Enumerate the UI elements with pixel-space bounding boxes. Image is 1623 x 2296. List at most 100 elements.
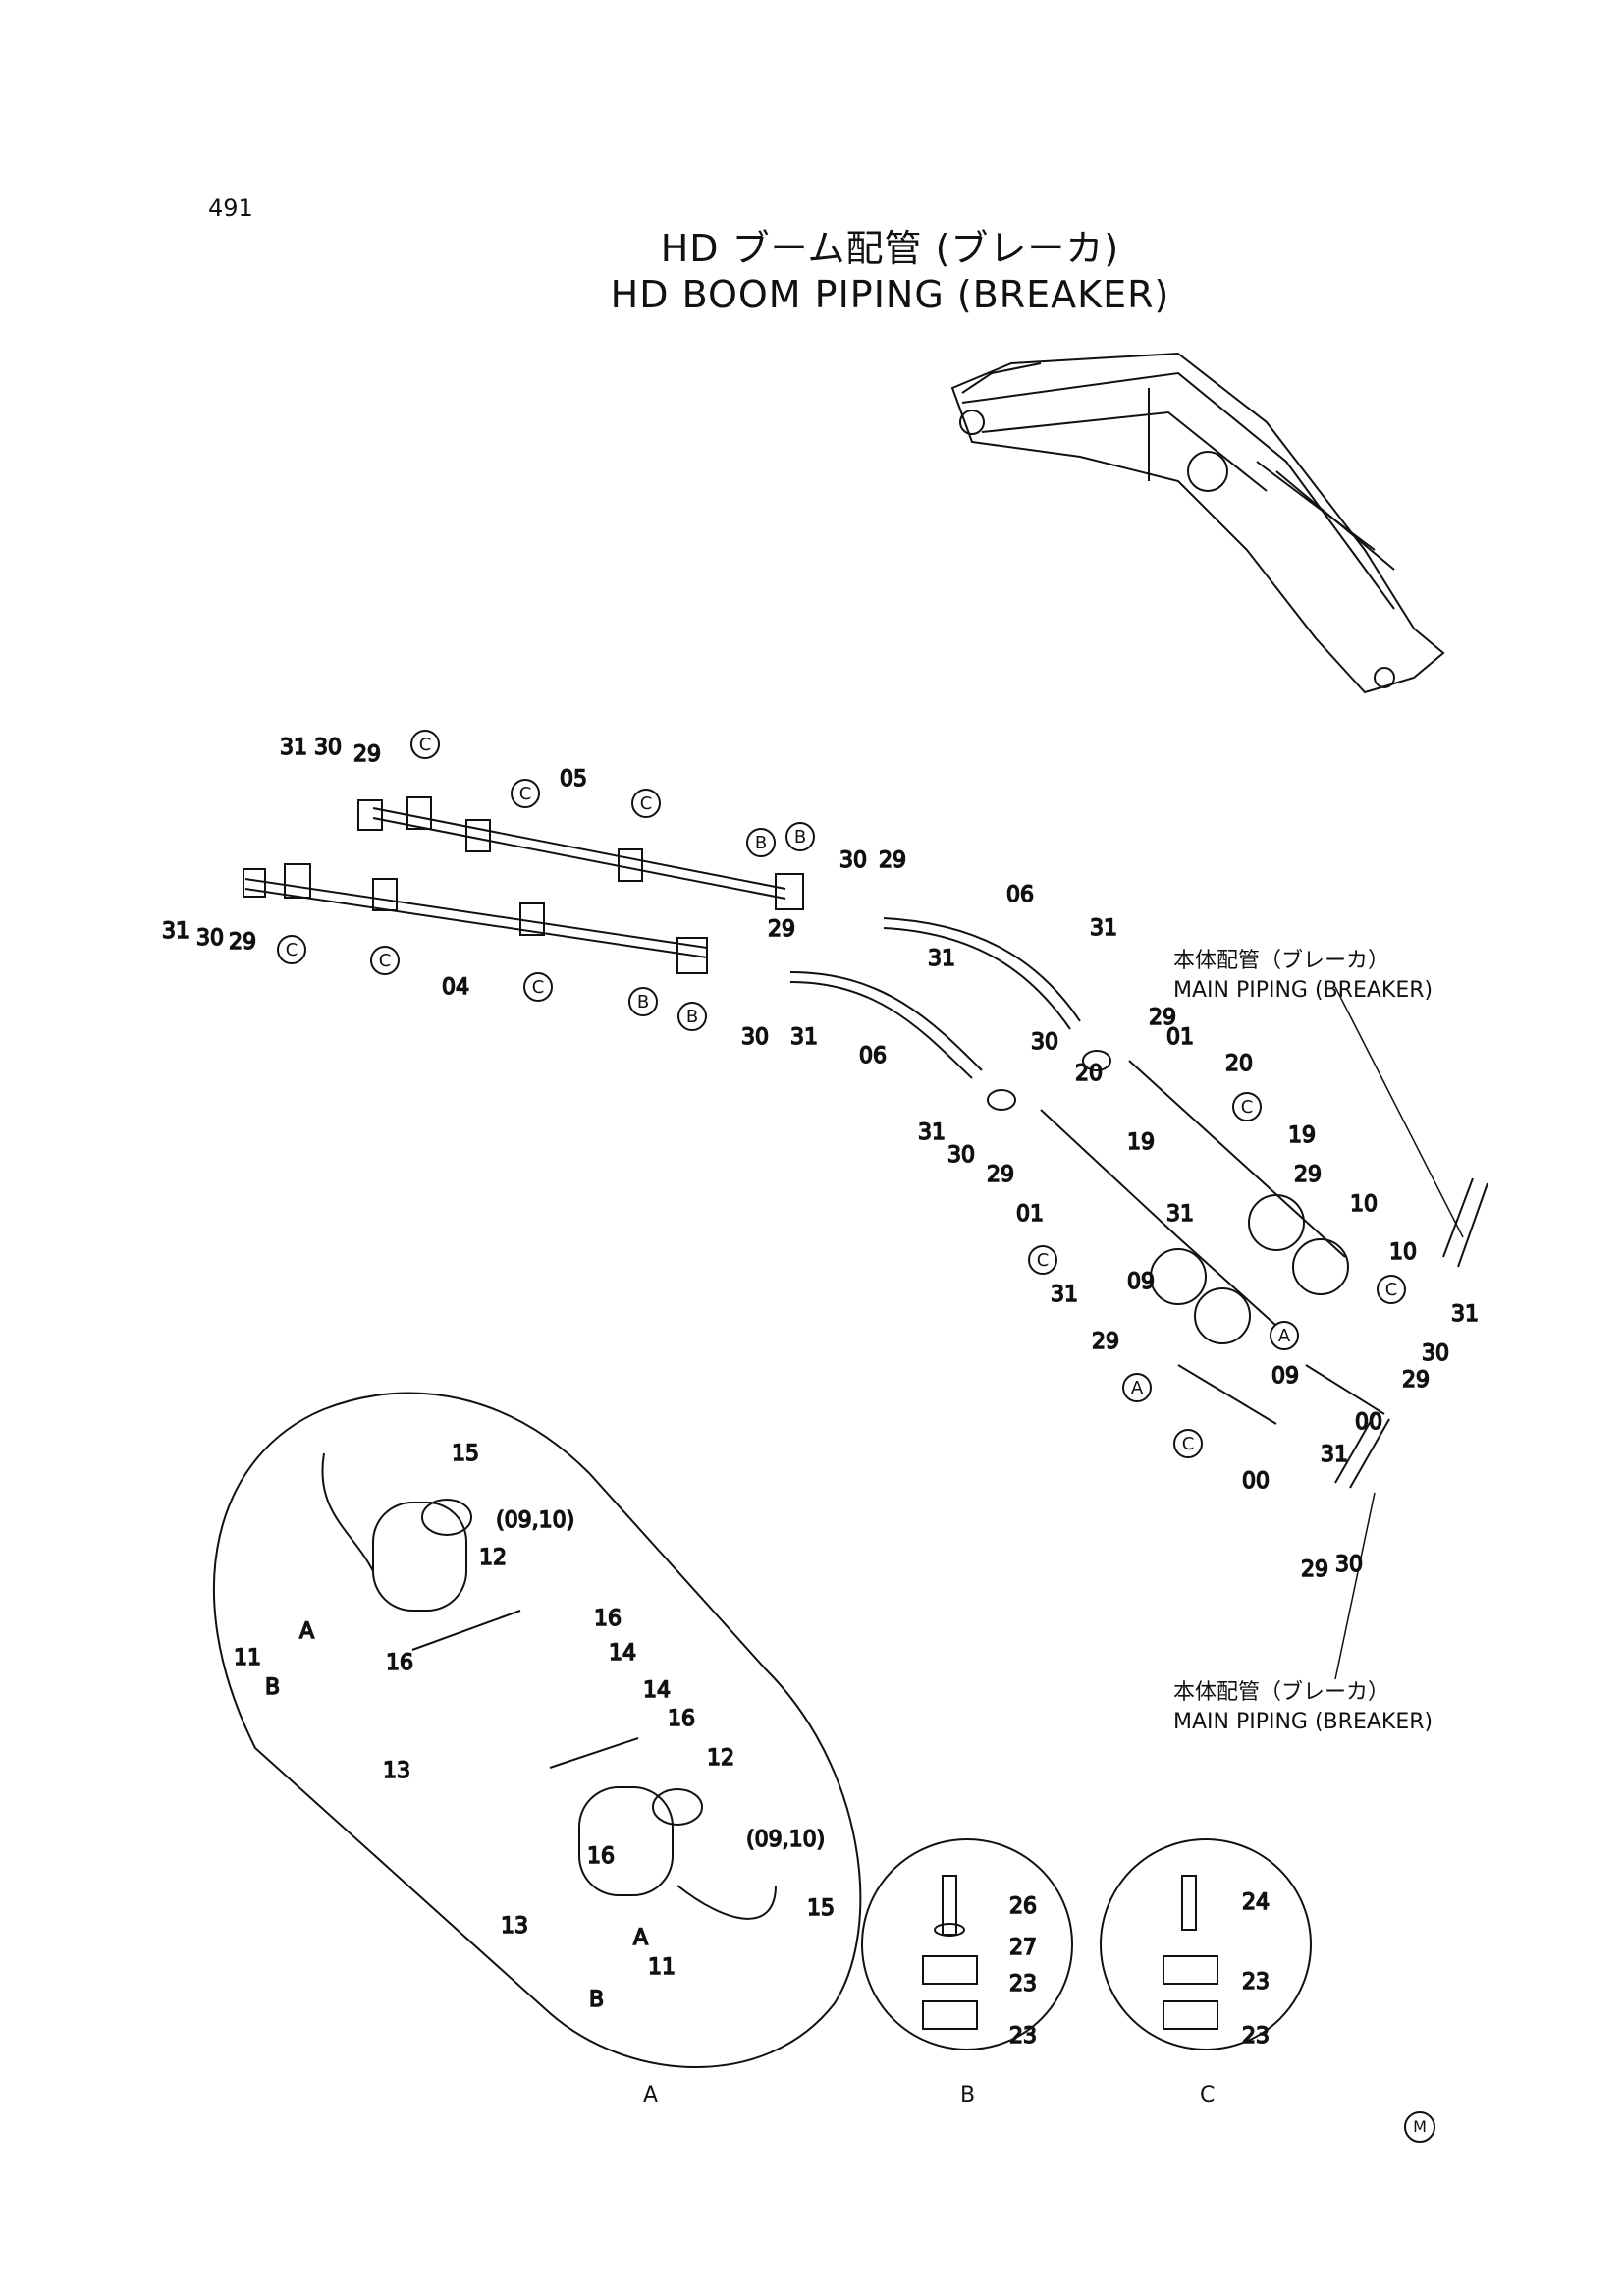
callout-20: 20	[1225, 1052, 1253, 1076]
main-piping-leaders	[1334, 986, 1464, 1680]
callout-31: 31	[928, 947, 955, 971]
main-piping-label-en-upper: MAIN PIPING (BREAKER)	[1173, 978, 1433, 1003]
callout-23: 23	[1009, 1972, 1037, 1996]
callout-30: 30	[947, 1143, 975, 1168]
callout-16: 16	[587, 1844, 615, 1869]
callout-30: 30	[1031, 1030, 1058, 1055]
page-number: 491	[208, 194, 253, 222]
callout-30: 30	[314, 736, 342, 760]
callout-20: 20	[1075, 1062, 1103, 1086]
svg-text:C: C	[532, 977, 545, 998]
callout-26: 26	[1009, 1894, 1037, 1919]
callout-23: 23	[1009, 2024, 1037, 2049]
svg-text:C: C	[419, 735, 432, 755]
svg-text:A: A	[1278, 1326, 1291, 1346]
detail-b-outline	[861, 1838, 1073, 2050]
callout-00: 00	[1355, 1410, 1382, 1435]
svg-text:A: A	[1131, 1378, 1144, 1398]
svg-text:C: C	[1385, 1280, 1398, 1300]
callout-06: 06	[859, 1044, 887, 1068]
svg-text:B: B	[686, 1007, 698, 1027]
callout-30: 30	[839, 848, 867, 873]
callout-30: 30	[1422, 1341, 1449, 1366]
callout-29: 29	[1402, 1368, 1430, 1393]
callout-A: A	[633, 1926, 648, 1950]
callout-30: 30	[741, 1025, 769, 1050]
callout-12: 12	[707, 1746, 734, 1771]
callout-31: 31	[280, 736, 307, 760]
callout-31: 31	[162, 919, 189, 944]
callout-19: 19	[1288, 1123, 1316, 1148]
callout-31: 31	[790, 1025, 818, 1050]
callout-04: 04	[442, 975, 469, 1000]
callout-16: 16	[386, 1651, 413, 1675]
svg-text:C: C	[1182, 1434, 1195, 1454]
callout-16: 16	[668, 1707, 695, 1731]
svg-text:C: C	[286, 940, 298, 960]
callout-29: 29	[229, 930, 256, 955]
callout-24: 24	[1242, 1890, 1270, 1915]
svg-text:B: B	[755, 833, 767, 853]
callout-31: 31	[1166, 1202, 1194, 1227]
callout-13: 13	[501, 1914, 528, 1939]
callout-A: A	[299, 1619, 314, 1644]
callout-15: 15	[807, 1896, 835, 1921]
reference-bubble-letters: C C C B B C C C B B C C A C A C	[286, 735, 1398, 1454]
callout-29: 29	[1301, 1558, 1328, 1582]
callout-B: B	[589, 1988, 604, 2012]
callout-06: 06	[1006, 883, 1034, 907]
pipe-05	[357, 796, 804, 910]
callout-29: 29	[768, 917, 795, 942]
svg-text:B: B	[794, 827, 806, 847]
detail-label-b: B	[960, 2083, 975, 2107]
callout-14: 14	[643, 1678, 671, 1703]
callout-05: 05	[560, 767, 587, 792]
pipe-04	[243, 863, 708, 974]
detail-label-c: C	[1200, 2083, 1215, 2107]
callout-29: 29	[1149, 1006, 1176, 1030]
callout-B: B	[265, 1675, 280, 1700]
callout-19: 19	[1127, 1130, 1155, 1155]
detail-c-outline	[1100, 1838, 1312, 2050]
detail-label-a: A	[643, 2083, 658, 2107]
callout-29: 29	[1092, 1330, 1119, 1354]
svg-text:B: B	[637, 992, 649, 1012]
callout-(09,10): (09,10)	[746, 1828, 825, 1852]
callout-10: 10	[1389, 1240, 1417, 1265]
main-piping-label-en-lower: MAIN PIPING (BREAKER)	[1173, 1710, 1433, 1734]
callout-13: 13	[383, 1759, 410, 1783]
callout-09: 09	[1127, 1270, 1155, 1294]
callout-12: 12	[479, 1546, 507, 1570]
svg-text:C: C	[1241, 1097, 1254, 1118]
title-english: HD BOOM PIPING (BREAKER)	[610, 273, 1170, 316]
hose-06	[789, 917, 1111, 1111]
title-japanese: HD ブーム配管 (ブレーカ)	[660, 227, 1120, 270]
svg-text:C: C	[519, 784, 532, 804]
reference-bubbles	[277, 730, 1406, 1458]
callout-01: 01	[1016, 1202, 1044, 1227]
callout-31: 31	[1051, 1283, 1078, 1307]
callout-00: 00	[1242, 1469, 1270, 1494]
callout-27: 27	[1009, 1936, 1037, 1960]
callout-30: 30	[1335, 1553, 1363, 1577]
svg-text:C: C	[1037, 1250, 1050, 1271]
corner-mark: M	[1404, 2111, 1435, 2143]
callout-29: 29	[1294, 1163, 1322, 1187]
callout-15: 15	[452, 1442, 479, 1466]
callout-(09,10): (09,10)	[496, 1508, 574, 1533]
callout-14: 14	[609, 1641, 636, 1666]
callout-11: 11	[234, 1646, 261, 1670]
callout-31: 31	[1321, 1443, 1348, 1467]
main-piping-label-jp-lower: 本体配管（ブレーカ）	[1173, 1680, 1389, 1705]
callout-30: 30	[196, 926, 224, 951]
svg-text:C: C	[379, 951, 392, 971]
callout-31: 31	[1451, 1302, 1479, 1327]
svg-text:C: C	[640, 793, 653, 814]
callout-10: 10	[1350, 1192, 1378, 1217]
callout-23: 23	[1242, 2024, 1270, 2049]
callout-29: 29	[353, 742, 381, 767]
callout-16: 16	[594, 1607, 622, 1631]
callout-29: 29	[879, 848, 906, 873]
callout-09: 09	[1271, 1364, 1299, 1389]
